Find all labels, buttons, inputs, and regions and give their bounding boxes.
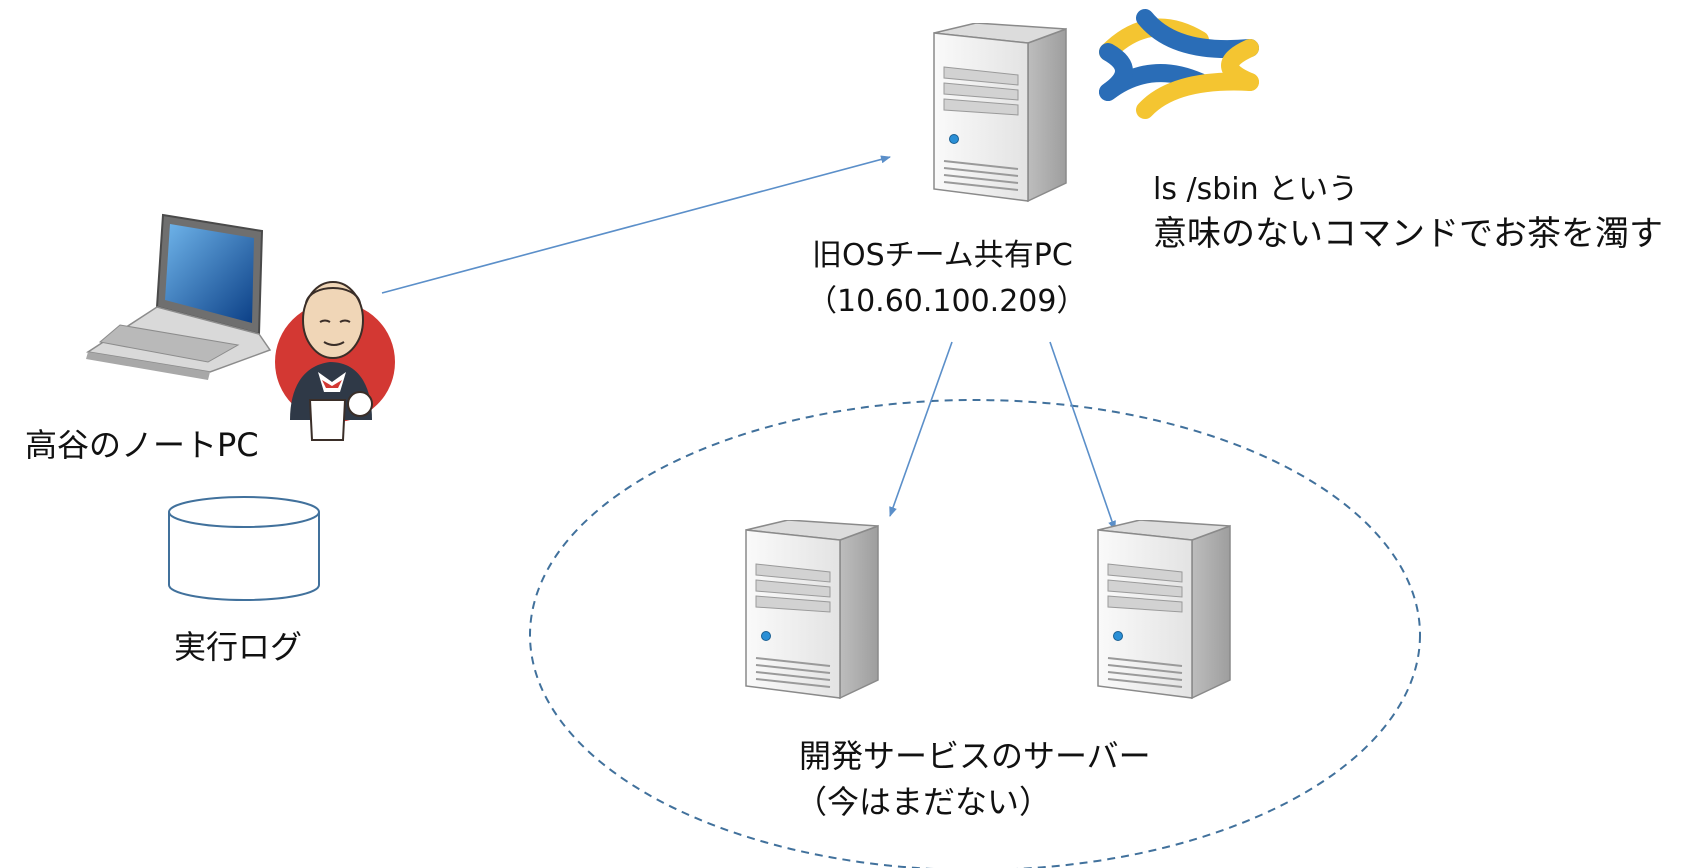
laptop-label: 高谷のノートPC [25,426,259,464]
arrow-shared-pc-to-dev-server-right [1049,341,1116,531]
knot-logo-icon [1099,9,1259,119]
shared-pc-name-label: 旧OSチーム共有PC [812,238,1073,273]
note-line1: ls /sbin という [1153,172,1359,207]
arrow-laptop-to-shared-pc [381,155,891,294]
shared-pc-ip-label: （10.60.100.209） [807,284,1087,319]
dev-servers-label-line1: 開発サービスのサーバー [799,737,1151,775]
dev-server-left-icon [745,520,879,699]
log-label: 実行ログ [174,628,303,666]
laptop-icon [85,213,272,380]
shared-pc-server-icon [933,23,1067,202]
database-cylinder-icon [168,496,320,601]
arrow-shared-pc-to-dev-server-left [889,341,953,517]
note-line2: 意味のないコマンドでお茶を濁す [1153,214,1663,254]
dev-servers-label-line2: （今はまだない） [795,783,1052,821]
dev-server-right-icon [1097,520,1231,699]
jenkins-butler-icon [275,281,395,441]
dev-servers-group-boundary [529,399,1421,868]
